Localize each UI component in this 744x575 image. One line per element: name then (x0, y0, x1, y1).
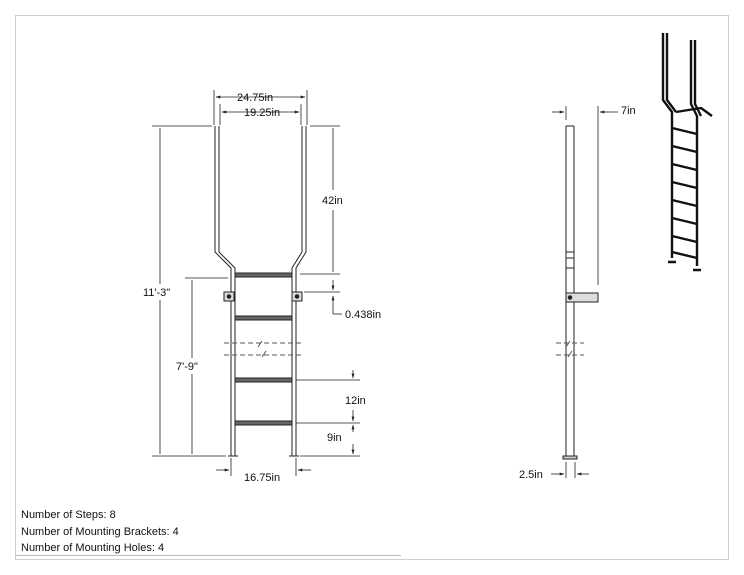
dim-base-width: 16.75in (244, 472, 280, 484)
break-line (224, 342, 304, 356)
dim-inner-width: 19.25in (244, 107, 280, 119)
dim-ladder-height: 7'-9" (176, 361, 198, 373)
rung (234, 272, 293, 426)
brackets-count: Number of Mounting Brackets: 4 (21, 525, 179, 538)
iso-view (661, 33, 713, 272)
dim-rung-spacing: 12in (345, 395, 366, 407)
right-rail (291, 126, 303, 456)
left-rail (214, 126, 232, 456)
mounting-bracket (223, 291, 303, 302)
notes-divider (15, 555, 401, 556)
dim-overall-height: 11'-3" (143, 287, 170, 299)
front-view (214, 126, 307, 457)
side-dimensions (551, 106, 618, 478)
dim-bottom-rung: 9in (327, 432, 342, 444)
ladder-specifications: Number of Steps: 8 Number of Mounting Br… (21, 507, 179, 557)
dim-rail-extension: 42in (322, 195, 343, 207)
dim-wall-standoff: 7in (621, 105, 636, 117)
steps-count: Number of Steps: 8 (21, 509, 116, 521)
front-dimensions (152, 90, 360, 476)
dim-bracket-offset: 0.438in (345, 309, 381, 321)
drawing-frame (15, 15, 729, 560)
dim-rail-depth: 2.5in (519, 469, 543, 481)
dim-total-width: 24.75in (237, 92, 273, 104)
side-view (556, 125, 599, 460)
holes-count: Number of Mounting Holes: 4 (21, 542, 165, 554)
